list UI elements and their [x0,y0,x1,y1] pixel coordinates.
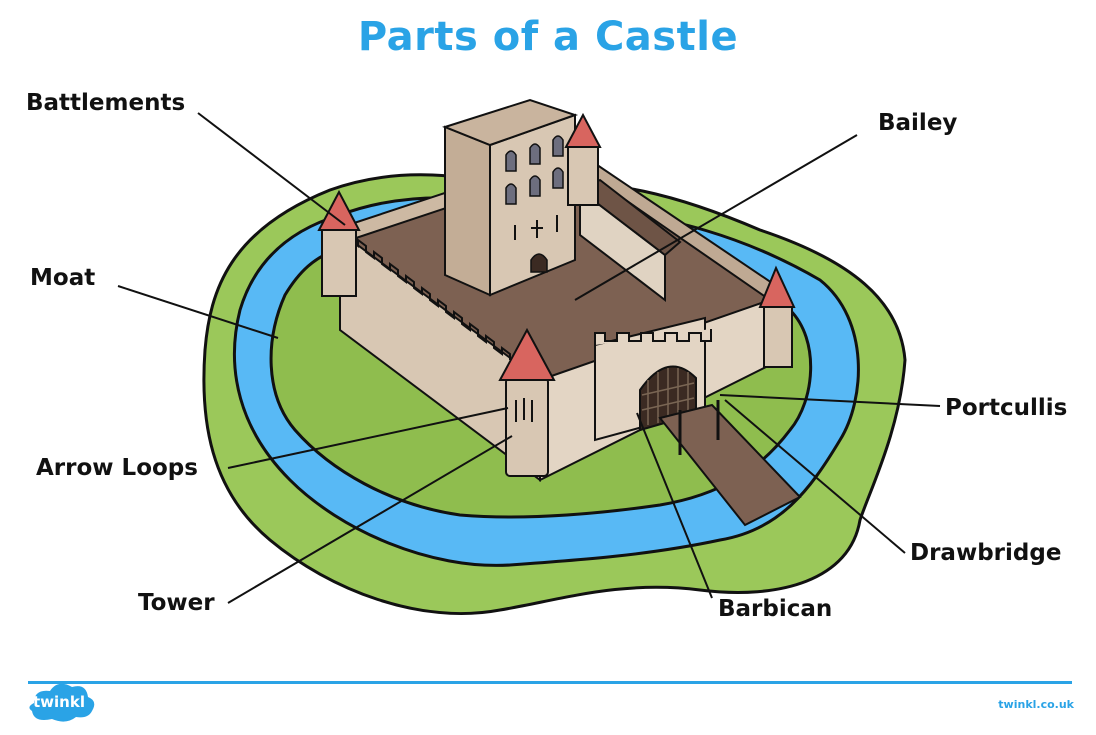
keep-roof [442,98,579,147]
label-bailey: Bailey [878,110,958,136]
label-drawbridge: Drawbridge [910,540,1062,566]
twinkl-logo-text[interactable]: twinkl [33,693,85,711]
label-tower: Tower [138,590,215,616]
front-tower-roof [498,327,556,381]
battlements-left [349,238,511,360]
label-arrow-loops: Arrow Loops [36,455,198,481]
label-moat: Moat [30,265,96,291]
front-tower [505,377,549,477]
twinkl-logo-shape [29,683,95,722]
footer-divider [28,681,1072,684]
label-barbican: Barbican [718,596,833,622]
site-url[interactable]: twinkl.co.uk [998,698,1074,711]
page-title: Parts of a Castle [357,14,739,60]
label-battlements: Battlements [26,90,186,116]
label-portcullis: Portcullis [945,395,1068,421]
keep-side [444,125,491,297]
drawbridge [658,403,802,527]
callout-lines [117,112,941,604]
